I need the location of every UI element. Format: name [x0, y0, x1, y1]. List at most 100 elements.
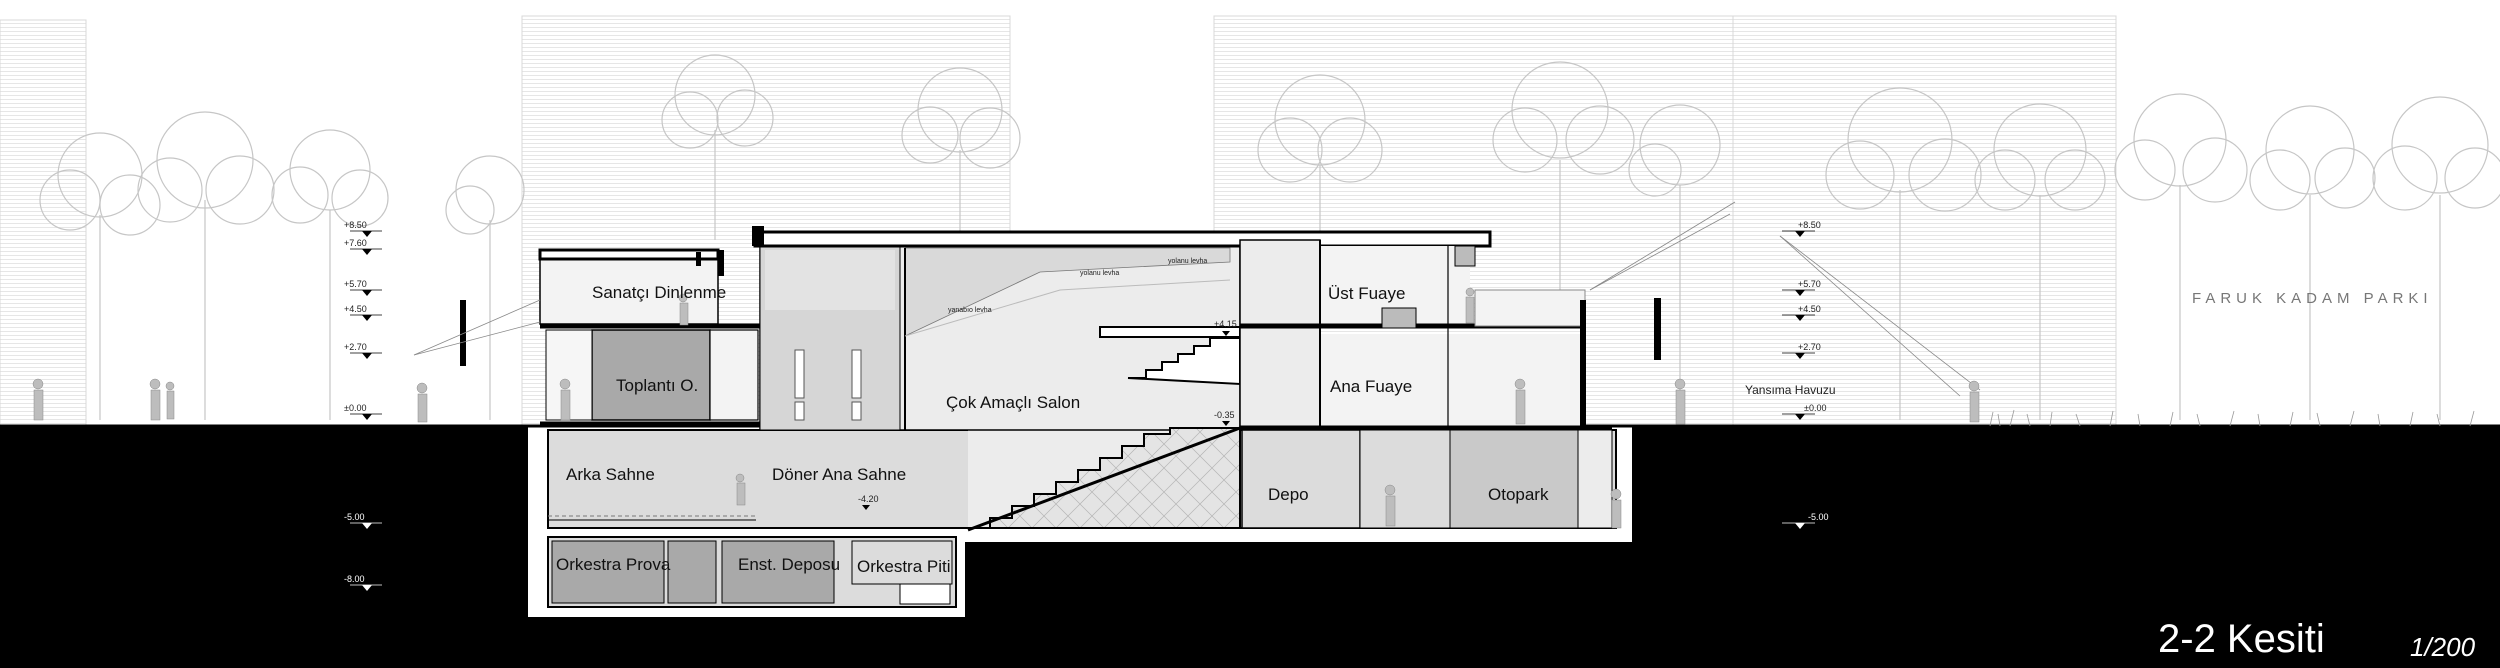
sign-label: yolanu levha: [1168, 258, 1207, 265]
balcony-seating: [1127, 337, 1241, 386]
level-marker: -5.00: [1782, 512, 1829, 529]
level-marker: +4.50: [344, 304, 382, 321]
tree: [2372, 96, 2500, 420]
person: [1465, 287, 1475, 324]
level-marker: -5.00: [344, 512, 382, 529]
level-marker: +2.70: [1782, 342, 1821, 359]
drawing-scale: 1/200: [2410, 632, 2476, 662]
toplanti-room: [591, 329, 711, 421]
level-marker: +2.70: [344, 342, 382, 359]
person: [559, 378, 571, 421]
drawing-title-text: 2-2 Kesiti: [2158, 617, 2325, 661]
room-label-orkestra-prova: Orkestra Prova: [556, 555, 671, 574]
grass: [1989, 409, 2475, 427]
spot-level-label: +4.15: [1214, 319, 1237, 329]
tree: [137, 111, 275, 420]
person: [1968, 380, 1980, 423]
basement-stage-zone: [547, 429, 971, 529]
level-label: +5.70: [344, 279, 367, 289]
level-label: +4.50: [1798, 304, 1821, 314]
level-marker: +5.70: [1782, 279, 1821, 296]
leader-lines: [413, 201, 1981, 397]
sign-label: yanabıo levha: [948, 307, 992, 314]
room-label-ana-fuaye: Ana Fuaye: [1330, 377, 1412, 396]
level-label: +8.50: [1798, 220, 1821, 230]
level-label: -8.00: [344, 574, 365, 584]
spot-level-stalls: -0.35: [1214, 410, 1235, 426]
levels-right: +8.50 +5.70 +4.50 +2.70 ±0.00 -5.00: [1782, 220, 1829, 529]
stage-slots: [794, 349, 862, 421]
sign-label: yolanu levha: [1080, 270, 1119, 277]
tree: [661, 54, 774, 240]
level-marker: ±0.00: [344, 403, 382, 420]
person: [32, 378, 44, 421]
depo-room: [1241, 429, 1361, 529]
trees: [39, 54, 2500, 420]
level-label: ±0.00: [1804, 403, 1826, 413]
level-marker: -8.00: [344, 574, 382, 591]
person: [1610, 488, 1622, 529]
tree: [1492, 61, 1635, 300]
level-label: +8.50: [344, 220, 367, 230]
level-marker: +5.70: [344, 279, 382, 296]
left-wing: [460, 248, 760, 427]
person: [735, 473, 746, 506]
park-label: FARUK KADAM PARKI: [2192, 290, 2433, 307]
signs: yanabıo levha yolanu levha yolanu levha: [948, 258, 1207, 314]
room-label-arka-sahne: Arka Sahne: [566, 465, 655, 484]
tree: [445, 155, 525, 420]
room-label-depo: Depo: [1268, 485, 1309, 504]
foyer-block: [1239, 239, 1321, 429]
closet-room: [667, 540, 717, 604]
person: [149, 378, 161, 421]
tree: [901, 67, 1021, 240]
level-label: +2.70: [344, 342, 367, 352]
person: [1384, 484, 1396, 527]
room-label-enst-deposu: Enst. Deposu: [738, 555, 840, 574]
level-label: +4.50: [344, 304, 367, 314]
spot-levels: +4.15 -0.35 -4.20: [858, 319, 1237, 510]
otopark-room: [1359, 429, 1457, 529]
level-marker: +8.50: [344, 220, 382, 237]
levels-left: +8.50 +7.60 +5.70 +4.50 +2.70 ±0.00 -5.0…: [344, 220, 382, 591]
level-label: -5.00: [344, 512, 365, 522]
level-label: +2.70: [1798, 342, 1821, 352]
tree: [2114, 93, 2248, 420]
person: [1674, 378, 1686, 425]
otopark-room-2: [1449, 429, 1579, 529]
pit-stair: [899, 583, 951, 605]
room-label-cok-amacli: Çok Amaçlı Salon: [946, 393, 1080, 412]
room-label-ust-fuaye: Üst Fuaye: [1328, 284, 1405, 303]
ana-fuaye-floor: [1320, 334, 1582, 426]
ground-mass: [0, 427, 2500, 668]
spot-level-stage: -4.20: [858, 494, 879, 510]
room-label-doner: Döner Ana Sahne: [772, 465, 906, 484]
tree: [1825, 87, 1982, 420]
orkestra-piti-room: [851, 540, 953, 585]
person: [165, 381, 175, 420]
tree: [271, 129, 389, 420]
orkestra-prova-room: [551, 540, 665, 604]
room-label-toplanti: Toplantı O.: [616, 376, 698, 395]
level-marker: +4.50: [1782, 304, 1821, 321]
enst-deposu-room: [721, 540, 835, 604]
spot-level-balcony: +4.15: [1214, 319, 1237, 336]
sanatci-room: [539, 257, 719, 325]
tree: [2249, 105, 2376, 420]
room-label-yansima: Yansıma Havuzu: [1745, 383, 1836, 397]
tree: [1257, 74, 1383, 240]
level-label: ±0.00: [344, 403, 366, 413]
people: [32, 287, 1980, 529]
level-label: +7.60: [344, 238, 367, 248]
level-label: -5.00: [1808, 512, 1829, 522]
room-label-orkestra-piti: Orkestra Piti: [857, 557, 951, 576]
room-labels: Sanatçı Dinlenme Toplantı O. Arka Sahne …: [556, 283, 1836, 576]
person: [1514, 378, 1526, 425]
spot-level-label: -0.35: [1214, 410, 1235, 420]
level-marker: +7.60: [344, 238, 382, 255]
room-label-otopark: Otopark: [1488, 485, 1549, 504]
drawing-title: 2-2 Kesiti 1/200: [2158, 617, 2476, 662]
person: [678, 293, 689, 326]
main-roof: [753, 230, 1492, 248]
